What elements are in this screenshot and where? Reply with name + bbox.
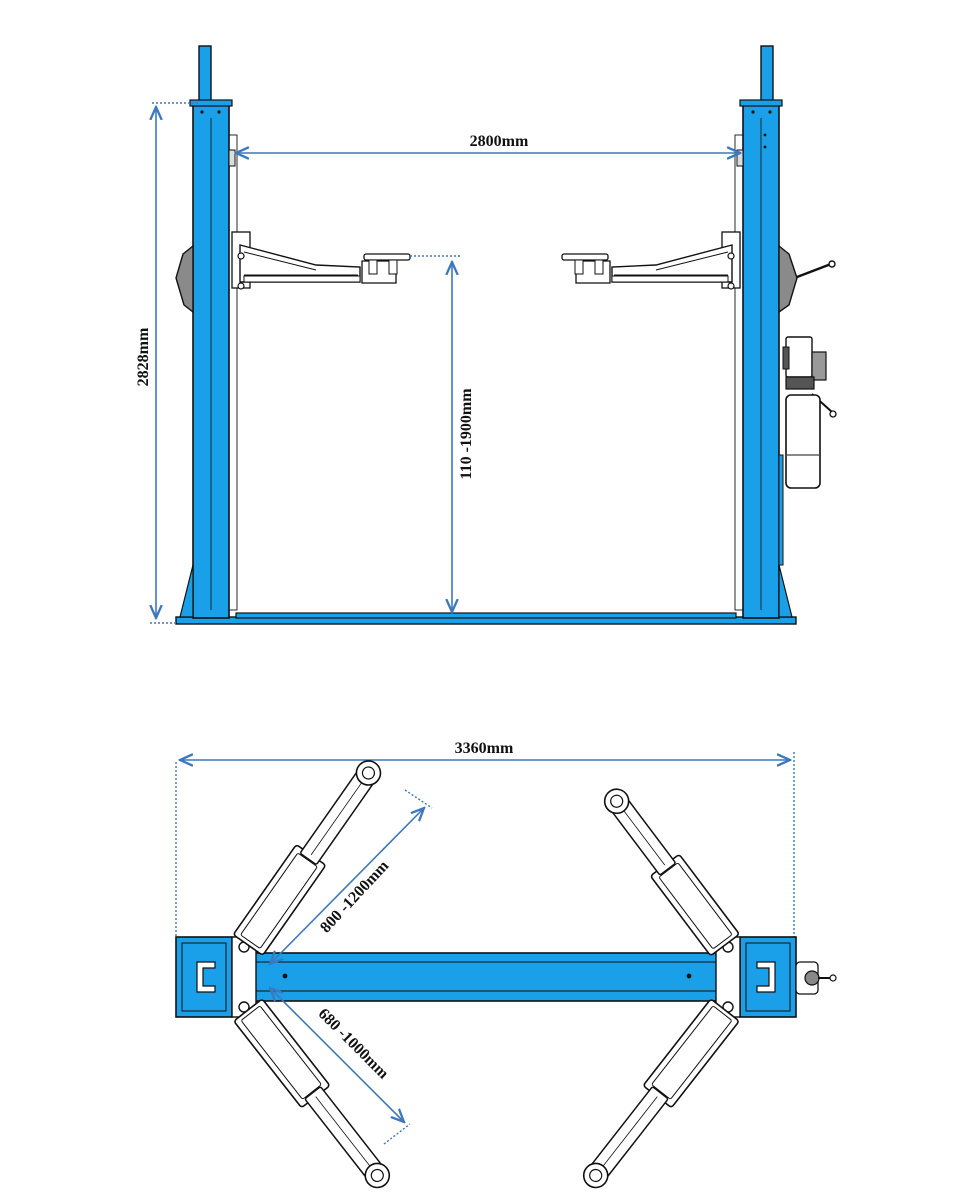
oil-tank bbox=[785, 394, 821, 489]
left-column bbox=[175, 45, 238, 619]
dimension-overall-width bbox=[175, 752, 795, 938]
upper-right-swing-arm bbox=[603, 788, 739, 956]
lift-range-label: 110 -1900mm bbox=[458, 388, 475, 480]
lower-right-swing-arm bbox=[582, 999, 739, 1189]
motor bbox=[785, 336, 813, 378]
hydraulic-power-unit bbox=[782, 336, 837, 489]
right-column bbox=[734, 45, 836, 619]
right-column-base-top bbox=[715, 936, 837, 1018]
dimension-overall-height bbox=[150, 102, 199, 624]
front-view: 2800mm 2828mm 110 -1900mm bbox=[135, 45, 837, 625]
long-arm-reach-label: 800 -1200mm bbox=[317, 857, 393, 936]
dimension-short-arm-reach bbox=[270, 988, 411, 1145]
overall-height-label: 2828mm bbox=[135, 327, 152, 386]
floor-cover-plate bbox=[235, 612, 737, 619]
column-spacing-label: 2800mm bbox=[470, 133, 529, 150]
right-lift-pad bbox=[561, 253, 609, 261]
left-column-base-top bbox=[175, 936, 257, 1018]
overall-width-label: 3360mm bbox=[455, 740, 514, 757]
dimension-lift-range bbox=[410, 255, 460, 612]
floor-beam bbox=[251, 952, 723, 1002]
release-lever bbox=[796, 262, 832, 279]
top-view: 3360mm bbox=[175, 740, 837, 1189]
right-lift-arm bbox=[561, 231, 741, 290]
left-lift-arm bbox=[231, 231, 411, 290]
lower-left-swing-arm bbox=[234, 999, 391, 1189]
left-lift-pad bbox=[363, 253, 411, 261]
dimension-long-arm-reach bbox=[270, 789, 433, 964]
upper-left-swing-arm bbox=[233, 760, 382, 955]
left-motor-cover-plate bbox=[175, 244, 194, 314]
right-motor-cover-plate bbox=[778, 244, 798, 314]
